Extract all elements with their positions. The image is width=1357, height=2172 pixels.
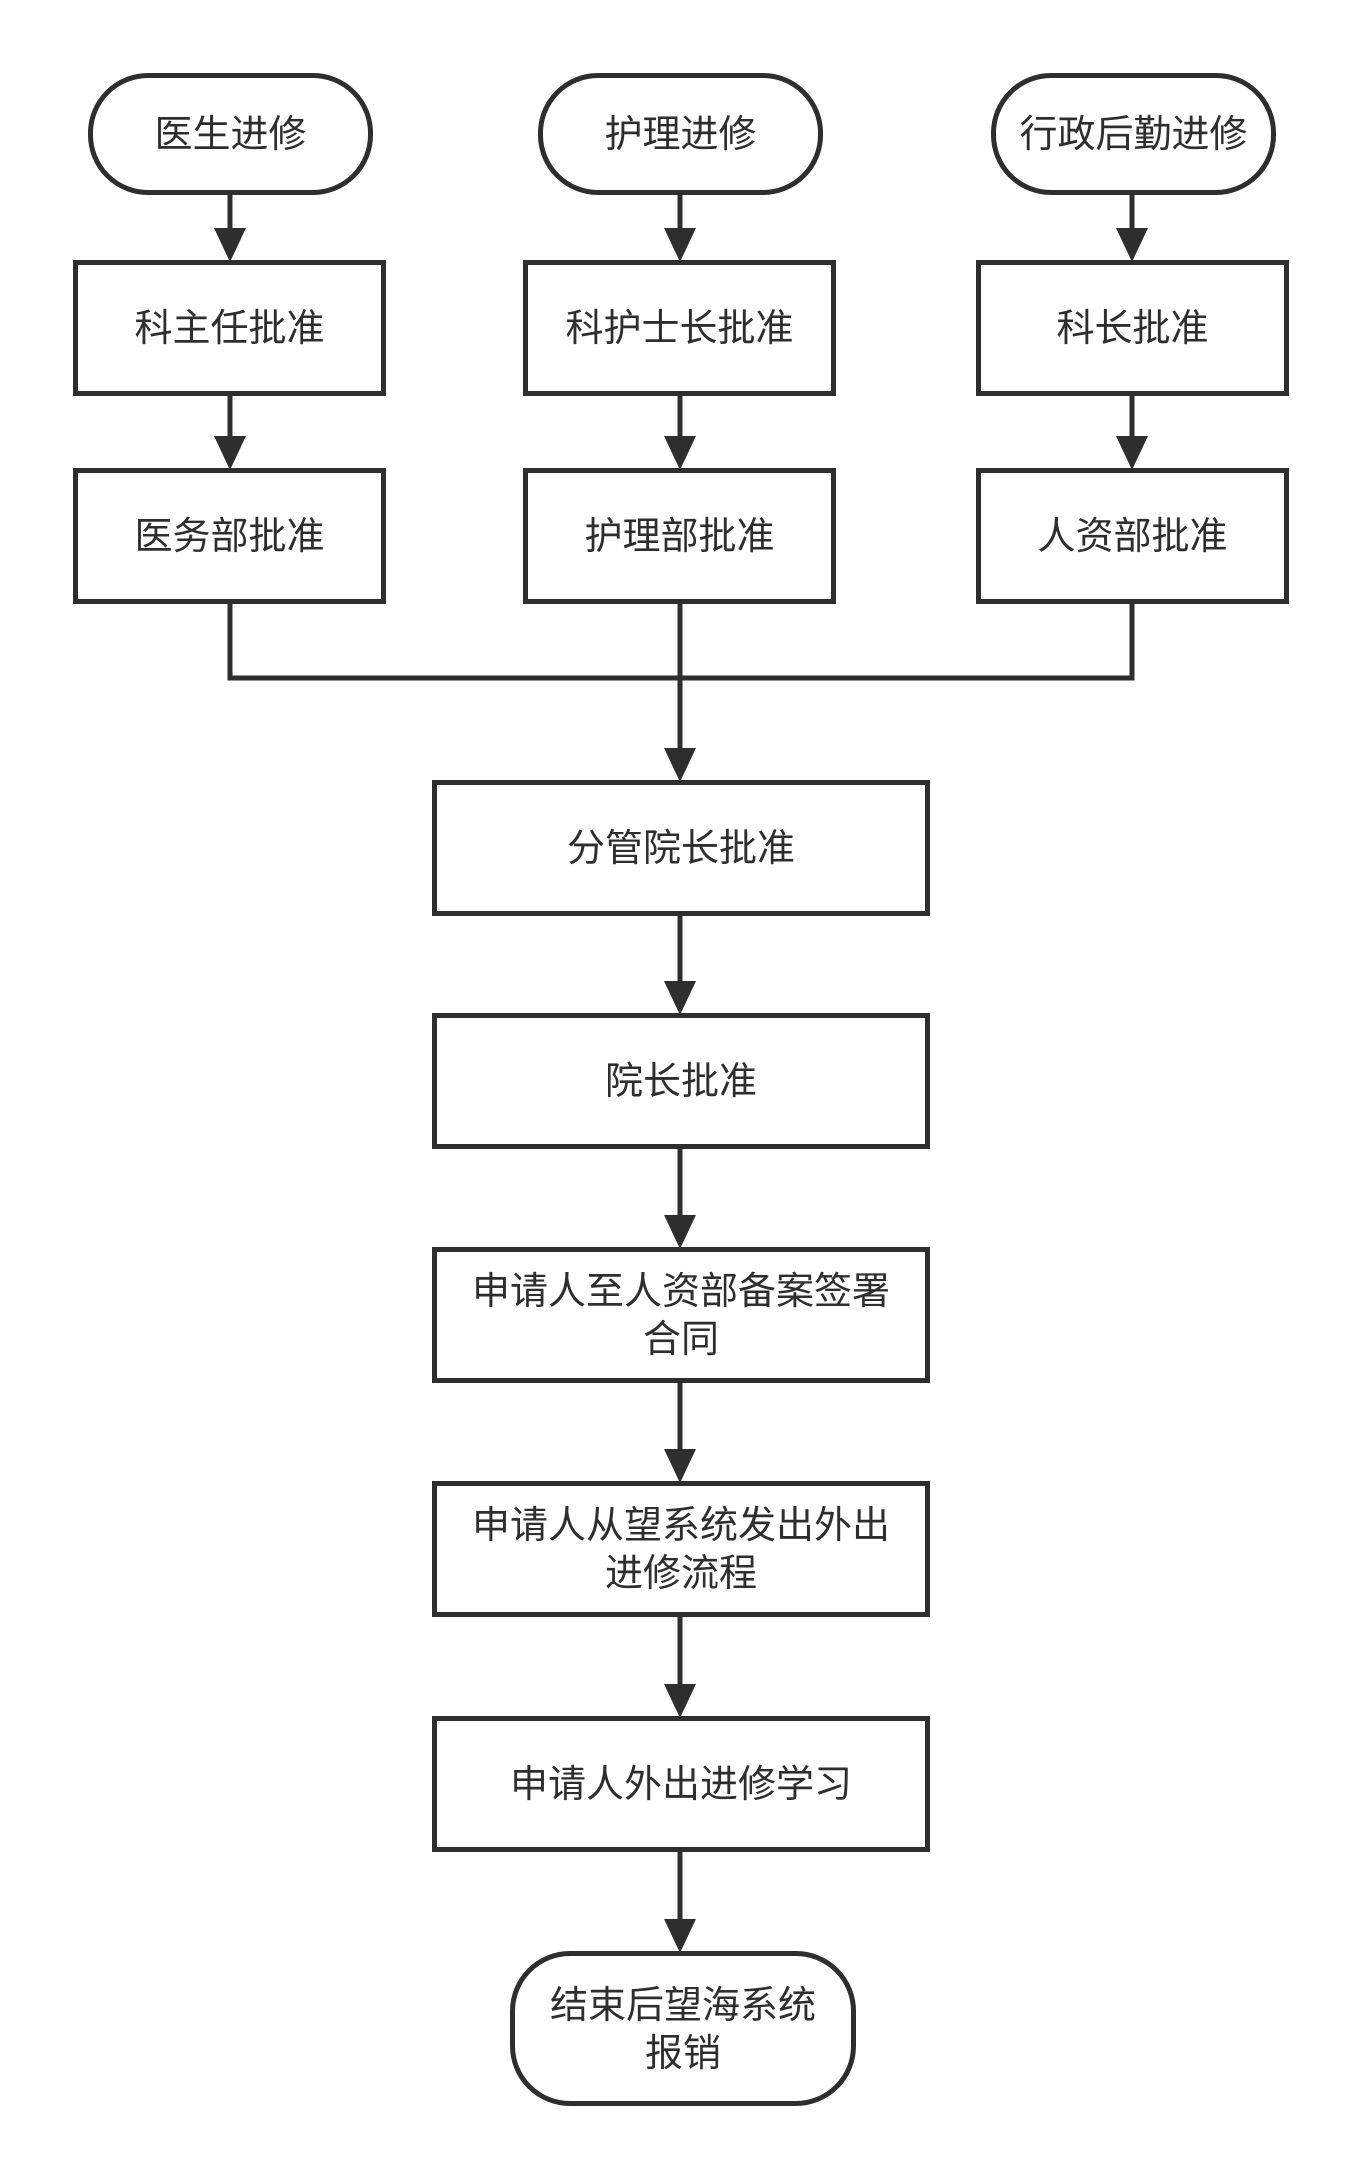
start-node-nursing: 护理进修	[538, 73, 823, 195]
process-section-chief-approval: 科长批准	[976, 260, 1289, 396]
process-head-nurse-label: 科护士长批准	[565, 306, 794, 350]
process-vice-president-approval: 分管院长批准	[432, 780, 930, 916]
edge-president-to-record-arrowhead	[664, 1215, 696, 1249]
process-system-submit-label: 申请人从望系统发出外出进修流程	[471, 1503, 890, 1595]
process-nursing-dept-label: 护理部批准	[584, 514, 775, 558]
process-hr-record-label: 申请人至人资部备案签署合同	[471, 1269, 890, 1361]
process-hr-dept-approval: 人资部批准	[976, 468, 1289, 604]
process-president-label: 院长批准	[604, 1059, 757, 1103]
process-external-study-label: 申请人外出进修学习	[509, 1762, 852, 1806]
process-dept-director-approval: 科主任批准	[73, 260, 386, 396]
edge-merge-to-vice-president-arrowhead	[664, 748, 696, 782]
edge-first-to-second-1-arrowhead	[664, 436, 696, 470]
connector-lines	[227, 195, 1135, 1923]
edge-study-to-end-arrowhead	[664, 1919, 696, 1953]
start-node-doctor-label: 医生进修	[154, 112, 307, 156]
process-system-submit: 申请人从望系统发出外出进修流程	[432, 1481, 930, 1617]
process-head-nurse-approval: 科护士长批准	[523, 260, 836, 396]
process-nursing-dept-approval: 护理部批准	[523, 468, 836, 604]
start-node-admin: 行政后勤进修	[991, 73, 1276, 195]
process-dept-director-label: 科主任批准	[134, 306, 325, 350]
end-node-reimbursement-label: 结束后望海系统报销	[549, 1982, 816, 2075]
edge-first-to-second-0-arrowhead	[214, 436, 246, 470]
arrowheads	[214, 228, 1148, 1953]
start-node-doctor: 医生进修	[88, 73, 373, 195]
edge-vice-to-president-arrowhead	[664, 981, 696, 1015]
start-node-admin-label: 行政后勤进修	[1019, 112, 1248, 156]
process-hr-record-contract: 申请人至人资部备案签署合同	[432, 1247, 930, 1383]
start-node-nursing-label: 护理进修	[604, 112, 757, 156]
edge-first-to-second-2-arrowhead	[1116, 436, 1148, 470]
process-external-study: 申请人外出进修学习	[432, 1716, 930, 1852]
process-president-approval: 院长批准	[432, 1013, 930, 1149]
edge-start-to-first-2-arrowhead	[1116, 228, 1148, 262]
end-node-reimbursement: 结束后望海系统报销	[510, 1951, 856, 2106]
process-medical-affairs-approval: 医务部批准	[73, 468, 386, 604]
edge-system-to-study-arrowhead	[664, 1684, 696, 1718]
process-hr-dept-label: 人资部批准	[1037, 514, 1228, 558]
edge-record-to-system-arrowhead	[664, 1449, 696, 1483]
edge-start-to-first-1-arrowhead	[664, 228, 696, 262]
process-medical-affairs-label: 医务部批准	[134, 514, 325, 558]
process-vice-president-label: 分管院长批准	[566, 826, 795, 870]
edge-start-to-first-0-arrowhead	[214, 228, 246, 262]
process-section-chief-label: 科长批准	[1056, 306, 1209, 350]
